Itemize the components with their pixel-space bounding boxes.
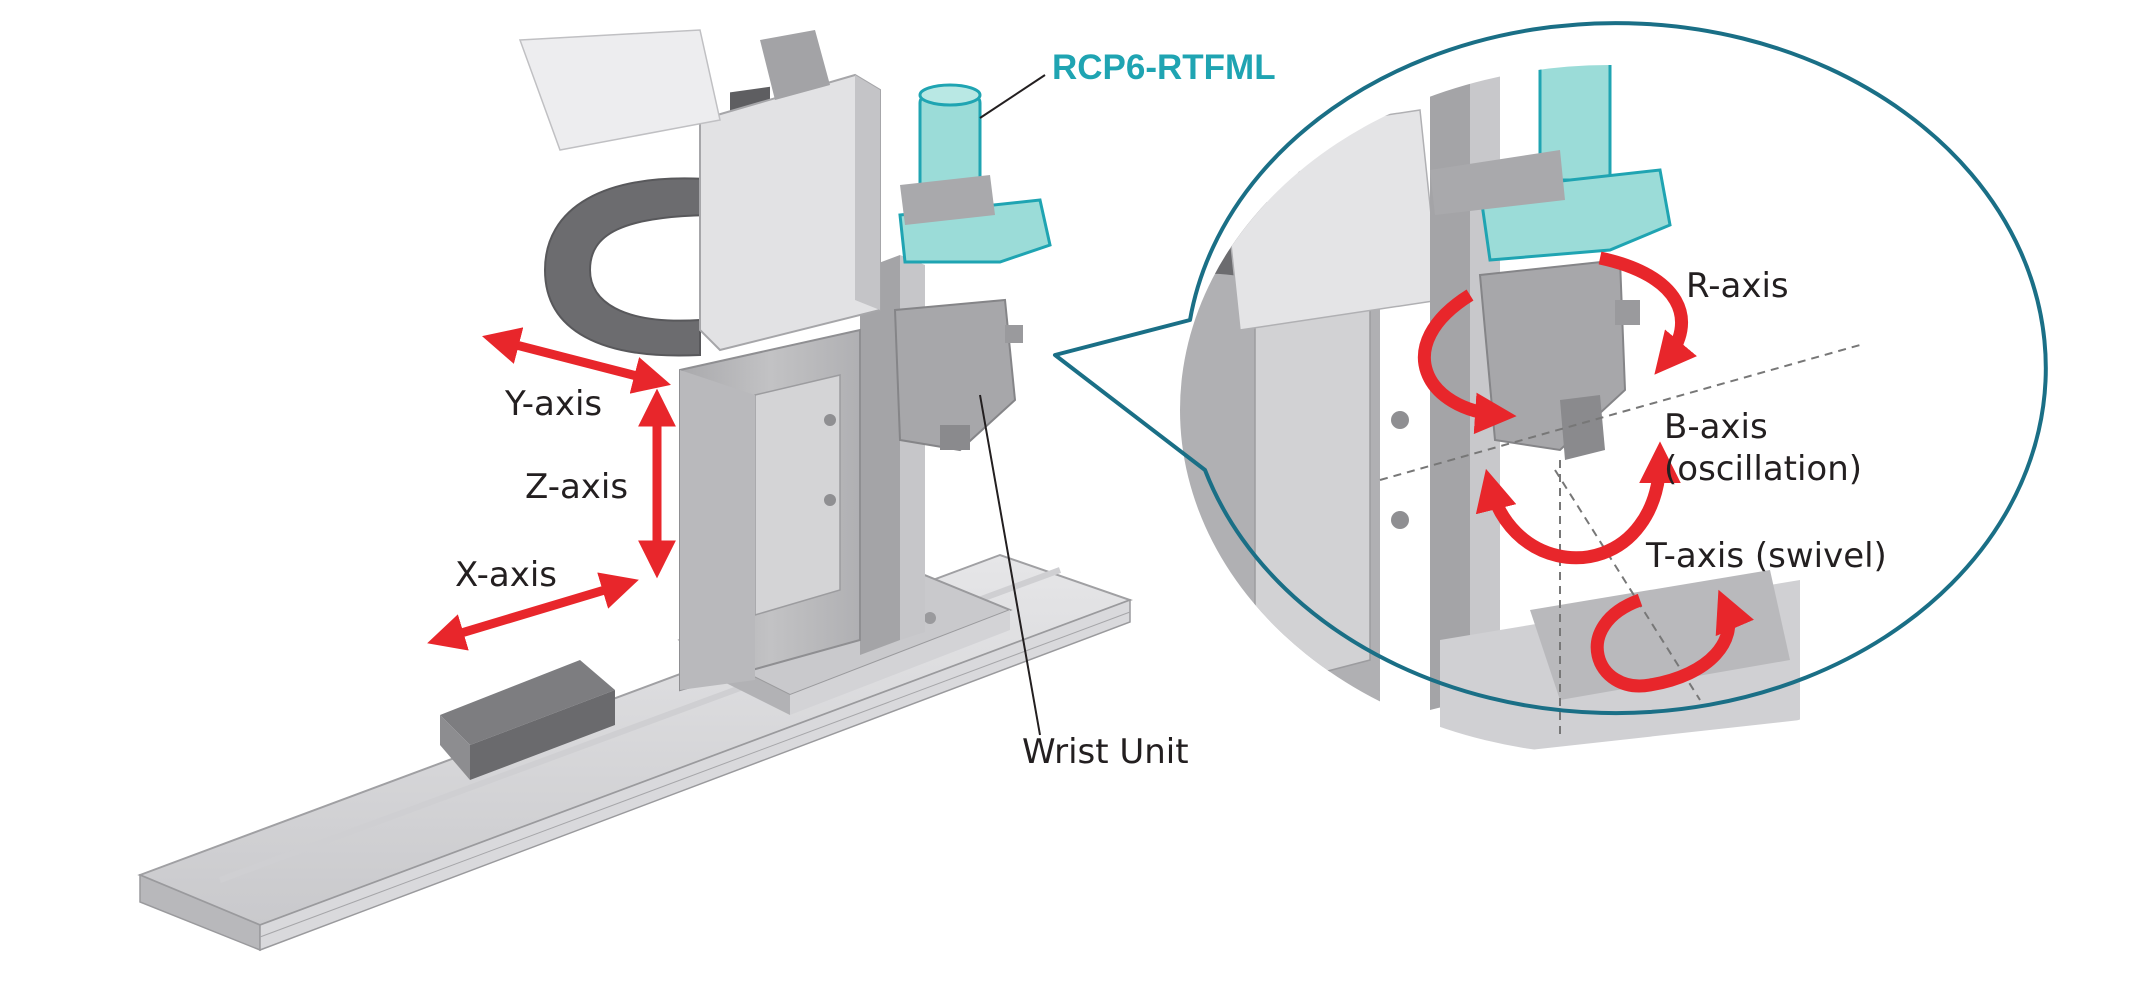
r-axis-arrow-left <box>1418 289 1517 435</box>
b-axis-arrow <box>1475 441 1681 565</box>
product-model-label: RCP6-RTFML <box>1052 48 1276 87</box>
model-leader-line <box>979 74 1046 119</box>
t-axis-label: T-axis (swivel) <box>1645 536 1887 576</box>
y-axis-arrow <box>482 327 671 394</box>
z-axis-label: Z-axis <box>525 467 628 507</box>
t-axis-arrow <box>1590 589 1754 693</box>
upper-arm-housing <box>518 29 881 352</box>
wrist-leader-line <box>979 394 1041 736</box>
linear-axis-arrows <box>427 327 676 651</box>
callout-outline <box>1053 21 2048 716</box>
r-axis-arrow-right <box>1598 251 1697 375</box>
wrist-unit <box>893 298 1023 452</box>
x-axis-arrow <box>427 572 639 651</box>
y-axis-label: Y-axis <box>504 384 602 424</box>
cable-duct <box>440 660 615 780</box>
b-axis-label: B-axis <box>1664 407 1768 447</box>
wrist-unit-label: Wrist Unit <box>1022 732 1189 772</box>
robot-illustration <box>137 29 1133 952</box>
b-axis-sublabel: (oscillation) <box>1664 449 1862 489</box>
rotary-actuator <box>898 83 1052 264</box>
r-axis-label: R-axis <box>1686 266 1789 306</box>
y-axis-body <box>679 328 861 692</box>
magnified-callout <box>1053 21 2048 755</box>
labels: RCP6-RTFML Y-axis Z-axis X-axis Wrist Un… <box>455 48 1887 772</box>
x-axis-label: X-axis <box>455 555 557 595</box>
